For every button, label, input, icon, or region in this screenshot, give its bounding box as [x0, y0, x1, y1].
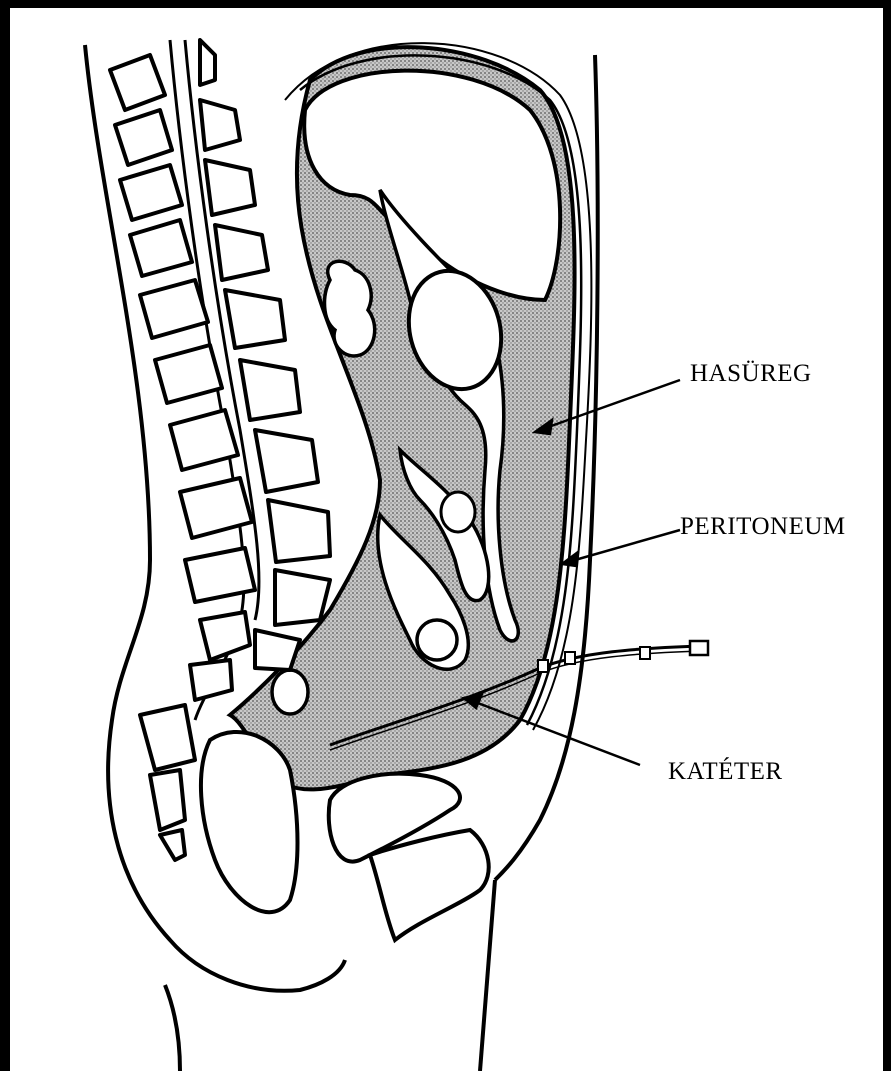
vertebra: [225, 290, 285, 348]
vertebra: [200, 40, 215, 85]
coccyx: [150, 770, 185, 830]
vertebra: [200, 612, 250, 660]
vertebra: [120, 165, 182, 220]
label-hasureg: HASÜREG: [690, 360, 812, 388]
vertebra: [155, 345, 222, 403]
thigh-outline-front: [480, 880, 495, 1071]
label-peritoneum: PERITONEUM: [680, 513, 846, 541]
vertebra: [255, 430, 318, 492]
vertebra: [255, 630, 300, 670]
vertebra: [110, 55, 165, 110]
peritoneum-leader: [568, 530, 680, 562]
catheter-cuff: [640, 647, 650, 659]
catheter-cuff: [565, 652, 575, 664]
vertebra: [185, 548, 255, 602]
vertebra: [170, 410, 238, 470]
catheter-cuff: [538, 660, 548, 672]
vertebra: [130, 220, 192, 276]
vertebra: [215, 225, 268, 280]
vertebra: [240, 360, 300, 420]
sacrum: [140, 705, 195, 770]
vertebra: [190, 660, 232, 700]
thigh-outline: [165, 985, 180, 1071]
colon-section: [417, 620, 457, 660]
vertebra: [115, 110, 172, 165]
label-kateter: KATÉTER: [668, 758, 783, 786]
vertebra: [140, 280, 208, 338]
vertebra: [275, 570, 330, 625]
catheter-connector: [690, 641, 708, 655]
vertebra: [205, 160, 255, 215]
rectum: [201, 732, 298, 912]
ureter-section: [272, 670, 308, 714]
coccyx-tip: [160, 830, 185, 860]
small-bowel-section: [441, 492, 475, 532]
vertebra: [268, 500, 330, 562]
vertebra: [200, 100, 240, 150]
